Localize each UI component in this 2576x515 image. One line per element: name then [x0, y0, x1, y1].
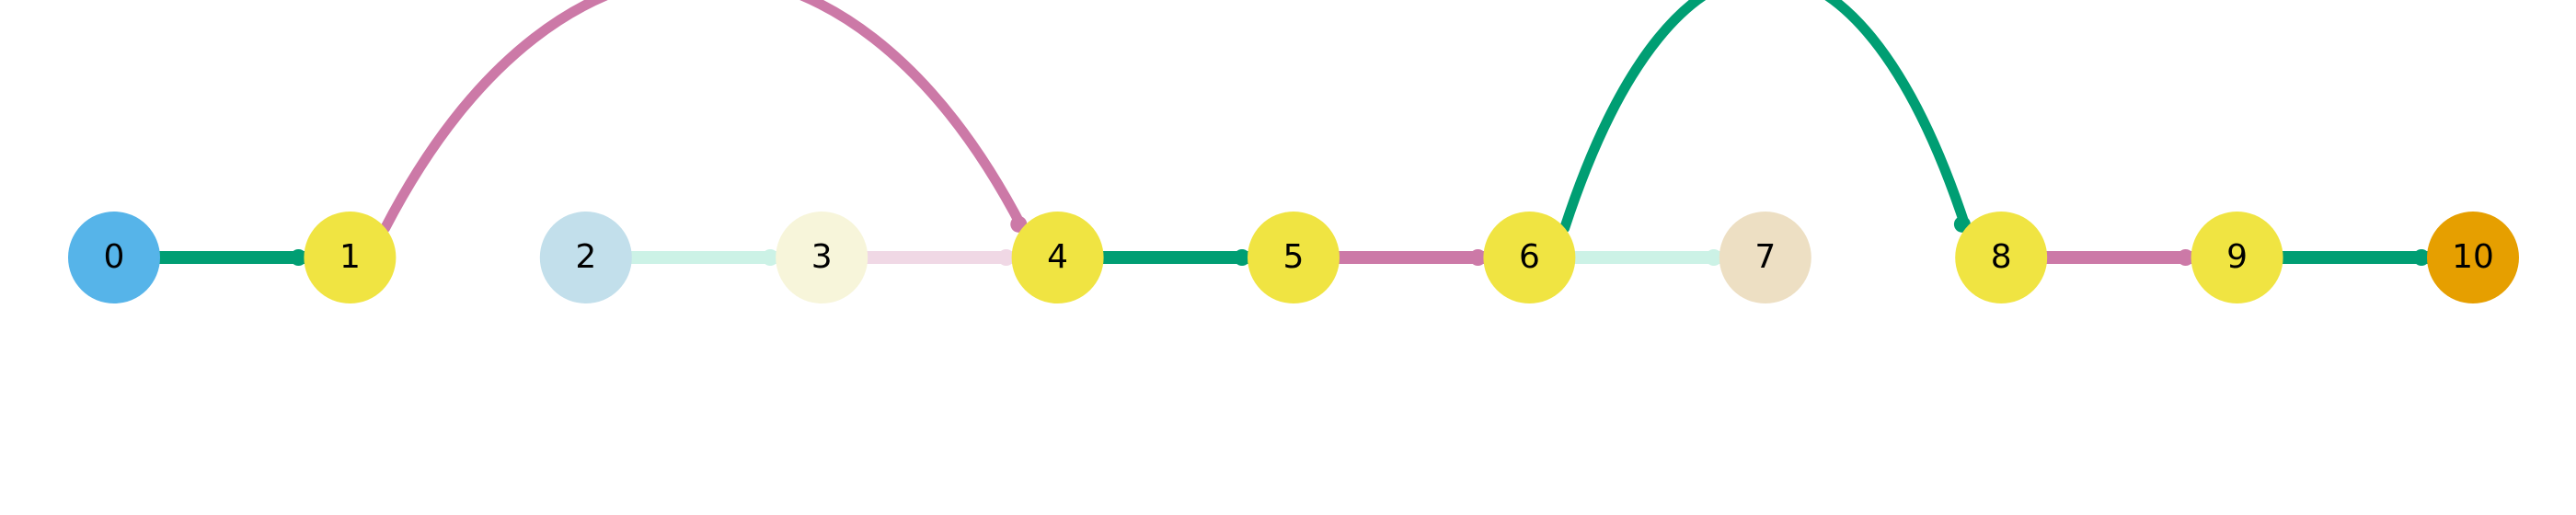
node-2: 2 — [539, 212, 632, 303]
node-circle — [68, 212, 160, 303]
node-circle — [304, 212, 397, 303]
node-label: 7 — [1754, 238, 1776, 276]
edge-endpoint-dot — [762, 249, 779, 266]
edge-endpoint-dot — [2177, 249, 2194, 266]
node-circle — [2191, 212, 2283, 303]
node-circle — [1248, 212, 1340, 303]
node-label: 10 — [2452, 238, 2494, 276]
edge-2-3 — [627, 249, 780, 266]
node-3: 3 — [776, 212, 868, 303]
node-label: 8 — [1991, 238, 2012, 276]
edge-0-1 — [156, 249, 308, 266]
node-8: 8 — [1955, 212, 2048, 303]
node-label: 4 — [1047, 238, 1068, 276]
edge-endpoint-dot — [1705, 249, 1722, 266]
edge-3-4 — [864, 249, 1016, 266]
node-label: 1 — [339, 238, 361, 276]
node-circle — [1011, 212, 1104, 303]
node-circle — [1483, 212, 1576, 303]
node-label: 9 — [2226, 238, 2248, 276]
node-4: 4 — [1011, 212, 1104, 303]
node-label: 0 — [104, 238, 125, 276]
node-circle — [776, 212, 868, 303]
edge-1-4 — [380, 0, 1028, 234]
node-circle — [1955, 212, 2048, 303]
node-circle — [2427, 212, 2519, 303]
node-circle — [1719, 212, 1811, 303]
nodes-layer: 0 1 2 3 4 5 6 7 8 9 10 — [68, 212, 2519, 303]
node-label: 5 — [1283, 238, 1305, 276]
node-label: 6 — [1519, 238, 1540, 276]
node-9: 9 — [2191, 212, 2283, 303]
edge-endpoint-dot — [997, 249, 1015, 266]
node-5: 5 — [1248, 212, 1340, 303]
edge-endpoint-dot — [1234, 249, 1250, 266]
edge-6-8 — [1559, 0, 1972, 234]
node-10: 10 — [2427, 212, 2519, 303]
edge-endpoint-dot — [290, 249, 307, 266]
edge-4-5 — [1099, 249, 1251, 266]
edge-5-6 — [1336, 249, 1488, 266]
node-0: 0 — [68, 212, 160, 303]
edge-6-7 — [1571, 249, 1723, 266]
edge-endpoint-dot — [1469, 249, 1487, 266]
edges-layer — [156, 0, 2431, 266]
edge-9-10 — [2279, 249, 2431, 266]
node-7: 7 — [1719, 212, 1811, 303]
node-1: 1 — [304, 212, 397, 303]
edge-arc-line — [380, 0, 1028, 234]
node-label: 3 — [811, 238, 833, 276]
edge-arc-line — [1559, 0, 1972, 234]
node-label: 2 — [575, 238, 596, 276]
edge-endpoint-dot — [2413, 249, 2430, 266]
edge-8-9 — [2043, 249, 2195, 266]
node-6: 6 — [1483, 212, 1576, 303]
node-circle — [539, 212, 632, 303]
